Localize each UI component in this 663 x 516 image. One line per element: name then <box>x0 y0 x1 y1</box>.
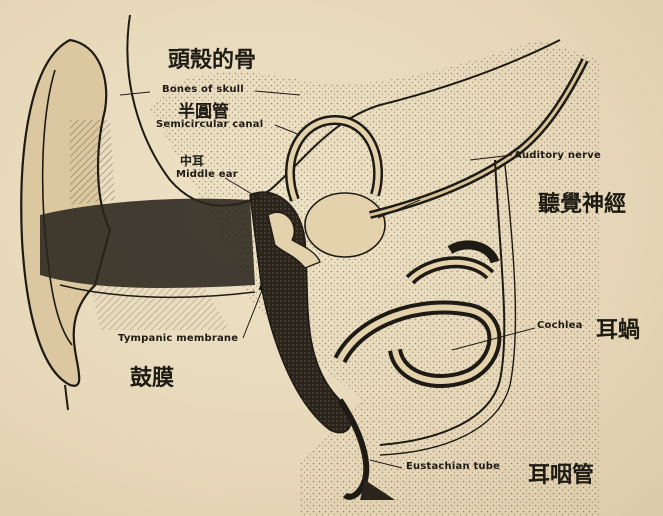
cochlea-zh-label: 耳蝸 <box>596 312 640 344</box>
semicircular-canal-label: Semicircular canal <box>156 119 263 130</box>
pinna-hatching <box>70 120 115 205</box>
eustachian-tube-label: Eustachian tube <box>406 461 500 472</box>
ear-canal-hatching <box>90 280 230 330</box>
auditory-nerve-label: Auditory nerve <box>514 150 601 161</box>
auditory-nerve-zh-label: 聽覺神經 <box>538 186 626 218</box>
eustachian-tube-zh-label: 耳咽管 <box>528 457 594 489</box>
tympanic-membrane-label: Tympanic membrane <box>118 333 238 344</box>
middle-ear-label: Middle ear <box>176 169 238 180</box>
middle-ear-zh-label: 中耳 <box>180 152 204 169</box>
tympanic-membrane-zh-label: 鼓膜 <box>130 360 174 392</box>
bones-of-skull-label: Bones of skull <box>162 84 244 95</box>
bones-of-skull-zh-label: 頭殼的骨 <box>168 42 256 74</box>
ear-canal <box>40 199 255 288</box>
vestibule <box>305 193 385 257</box>
cochlea-label: Cochlea <box>537 320 583 331</box>
